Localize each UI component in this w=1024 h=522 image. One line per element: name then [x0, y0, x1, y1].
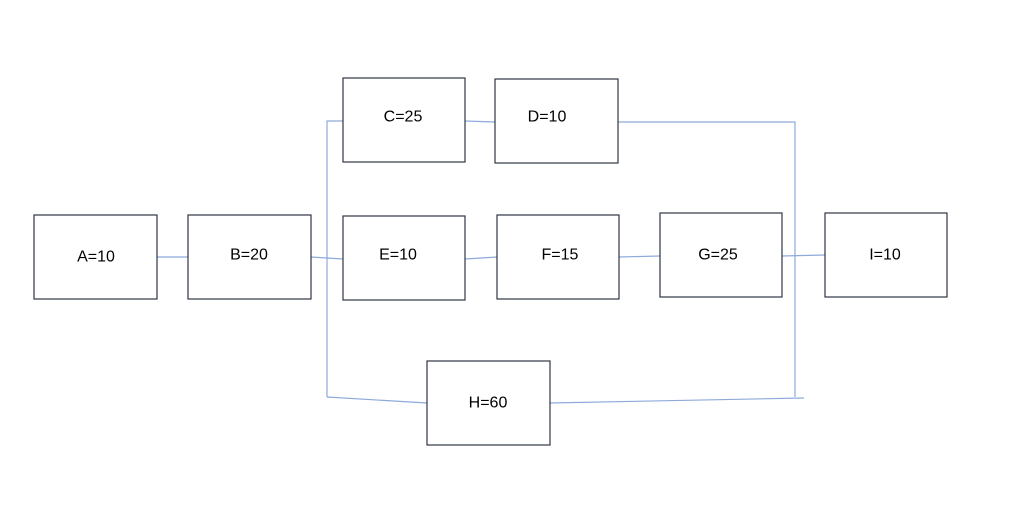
node-d-box [494, 78, 619, 164]
node-f-box [496, 214, 620, 300]
node-e: E=10 [342, 215, 466, 301]
node-h-box [426, 360, 551, 446]
node-d-label: D=10 [528, 109, 567, 126]
node-e-box [342, 215, 466, 301]
edge-h-merge [549, 397, 805, 404]
node-i: I=10 [824, 212, 948, 298]
edge-c-d [464, 120, 496, 123]
node-a: A=10 [33, 214, 158, 300]
node-a-label: A=10 [77, 249, 115, 266]
node-c: C=25 [342, 77, 466, 163]
node-g: G=25 [659, 212, 783, 298]
node-g-label: G=25 [698, 247, 738, 264]
node-f-label: F=15 [542, 247, 579, 264]
edge-f-g [618, 255, 661, 258]
node-b-box [187, 214, 312, 300]
node-e-label: E=10 [379, 247, 417, 264]
edge-d-merge [618, 121, 796, 397]
connectors [157, 120, 826, 404]
node-h: H=60 [426, 360, 551, 446]
node-c-box [342, 77, 466, 163]
node-f: F=15 [496, 214, 620, 300]
edge-b-h [326, 396, 428, 404]
node-i-label: I=10 [869, 247, 901, 264]
node-b-label: B=20 [230, 247, 268, 264]
node-a-box [33, 214, 158, 300]
node-d: D=10 [494, 78, 619, 164]
node-c-label: C=25 [384, 109, 423, 126]
edge-g-i [781, 254, 826, 257]
node-b: B=20 [187, 214, 312, 300]
node-h-label: H=60 [469, 395, 508, 412]
node-g-box [659, 212, 783, 298]
edge-e-f [464, 256, 498, 260]
branch-split-line [326, 120, 343, 397]
node-i-box [824, 212, 948, 298]
